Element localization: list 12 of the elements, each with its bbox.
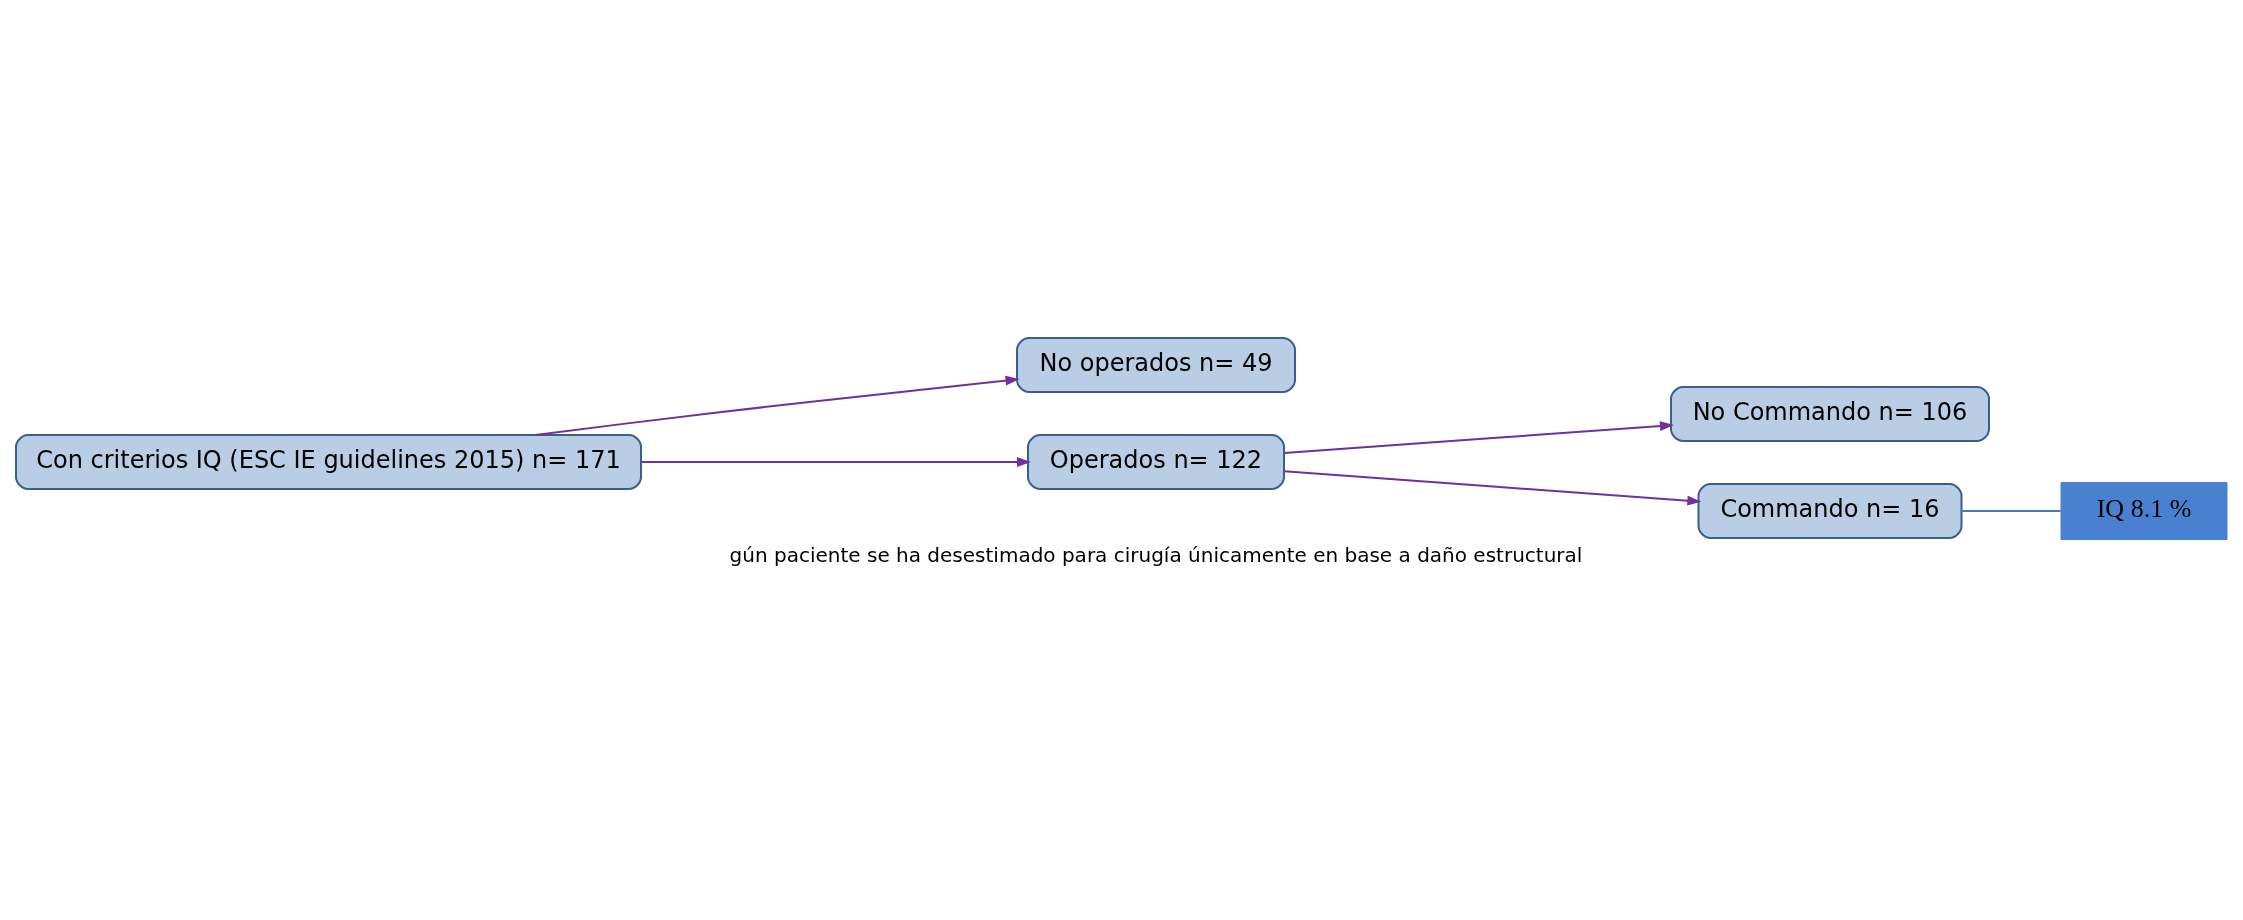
label: gún paciente se ha desestimado para cirugía únicamente en base a daño estructural <box>729 543 1583 567</box>
arrow <box>1283 421 1674 454</box>
connector <box>1960 510 2062 512</box>
node-box: Con criterios IQ (ESC IE guidelines 2015) n= 171 <box>15 434 642 490</box>
node-box: Operados n= 122 <box>1027 434 1285 490</box>
arrow <box>534 375 1020 436</box>
arrow <box>1283 470 1702 506</box>
arrow <box>640 457 1031 467</box>
node-box: No Commando n= 106 <box>1670 386 1990 442</box>
node-box: IQ 8.1 % <box>2060 482 2228 540</box>
node-box: Commando n= 16 <box>1697 483 1963 539</box>
node-box: No operados n= 49 <box>1016 337 1296 393</box>
